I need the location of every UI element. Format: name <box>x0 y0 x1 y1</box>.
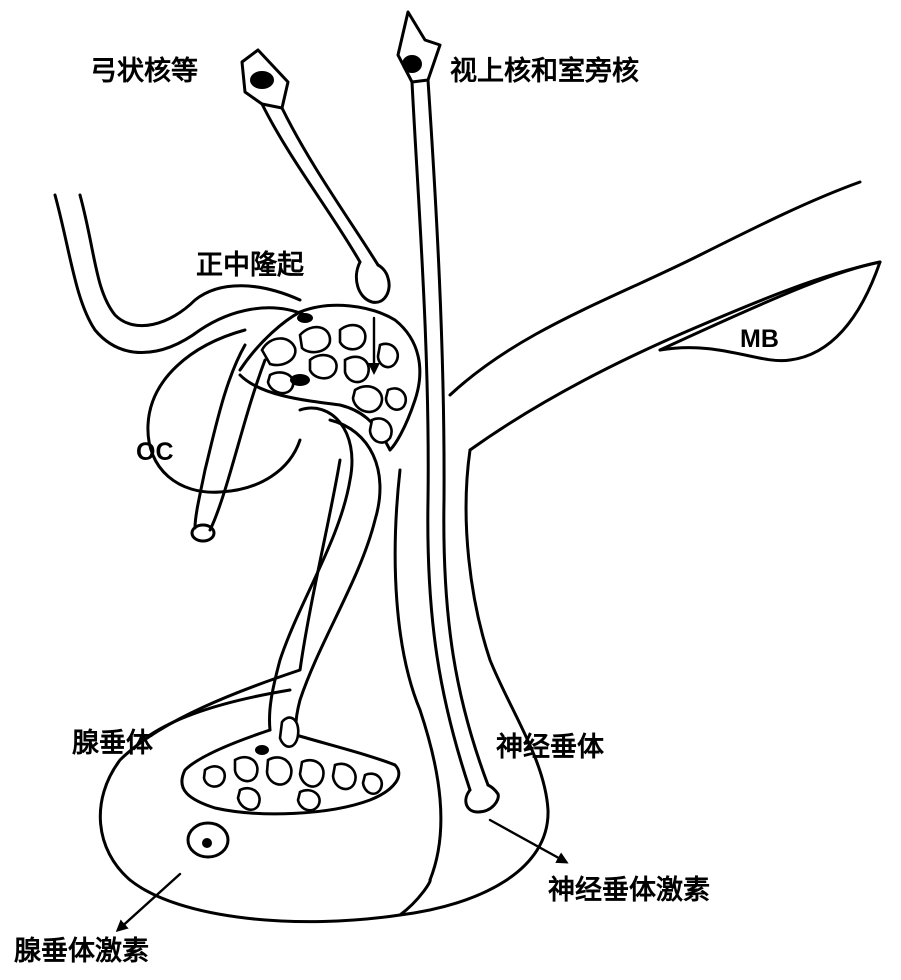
anterior-pituitary-cell <box>188 823 228 857</box>
label-adenohypophysis: 腺垂体 <box>72 730 153 757</box>
label-supraoptic-paraventricular: 视上核和室旁核 <box>450 58 639 85</box>
label-mb: MB <box>740 327 779 352</box>
primary-capillary-plexus <box>240 305 420 450</box>
label-oc: OC <box>136 440 174 465</box>
portal-stalk <box>192 345 380 735</box>
label-neurohypophysis: 神经垂体 <box>496 734 604 761</box>
label-arcuate-nucleus: 弓状核等 <box>90 58 198 85</box>
label-neurohypophyseal-hormone: 神经垂体激素 <box>548 877 710 904</box>
secondary-capillary-plexus <box>182 718 399 814</box>
hormone-release-arrows <box>118 820 566 930</box>
label-median-eminence: 正中隆起 <box>196 252 304 279</box>
label-adenohypophyseal-hormone: 腺垂体激素 <box>14 938 149 965</box>
adenohypophysis-outline <box>100 460 430 922</box>
brainstem-outline <box>450 182 880 450</box>
neurohypophysis-outline <box>395 450 548 915</box>
